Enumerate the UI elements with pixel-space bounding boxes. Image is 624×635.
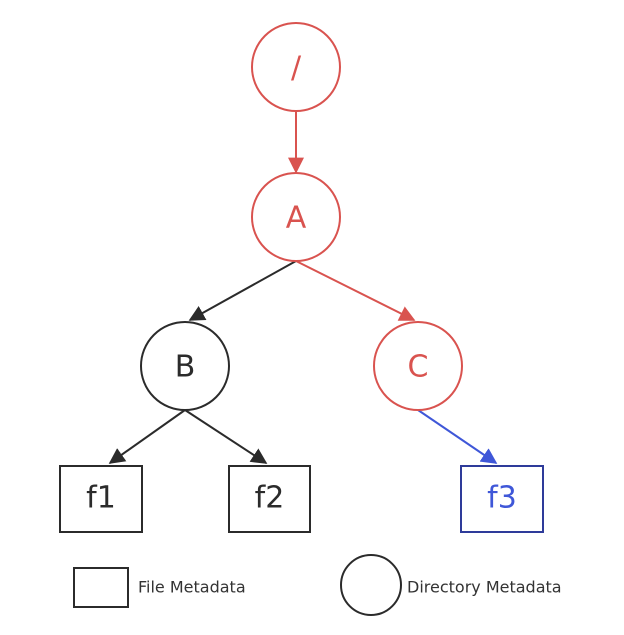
node-label-f3: f3 <box>487 481 517 516</box>
file-shape-icon <box>73 567 129 608</box>
edge-c-f3 <box>417 409 498 464</box>
legend-directory-label: Directory Metadata <box>407 578 562 597</box>
legend-file: File Metadata <box>73 567 246 608</box>
legend-file-label: File Metadata <box>138 578 246 597</box>
file-node-f2: f2 <box>228 465 311 533</box>
node-label-a: A <box>286 201 307 236</box>
file-node-f3: f3 <box>460 465 544 533</box>
edge-a-c <box>295 260 416 321</box>
node-label-f2: f2 <box>255 481 285 516</box>
node-label-b: B <box>175 350 196 385</box>
directory-node-a: A <box>251 172 341 262</box>
node-label-f1: f1 <box>86 481 116 516</box>
file-node-f1: f1 <box>59 465 143 533</box>
directory-node-b: B <box>140 321 230 411</box>
node-label-c: C <box>408 350 429 385</box>
legend: File Metadata Directory Metadata <box>73 554 562 616</box>
directory-node-c: C <box>373 321 463 411</box>
directory-shape-icon <box>340 554 402 616</box>
node-label-root: / <box>291 51 302 86</box>
edge-a-b <box>188 260 297 321</box>
directory-node-root: / <box>251 22 341 112</box>
legend-directory: Directory Metadata <box>340 554 562 616</box>
edge-b-f1 <box>108 409 186 464</box>
edge-b-f2 <box>184 409 268 464</box>
